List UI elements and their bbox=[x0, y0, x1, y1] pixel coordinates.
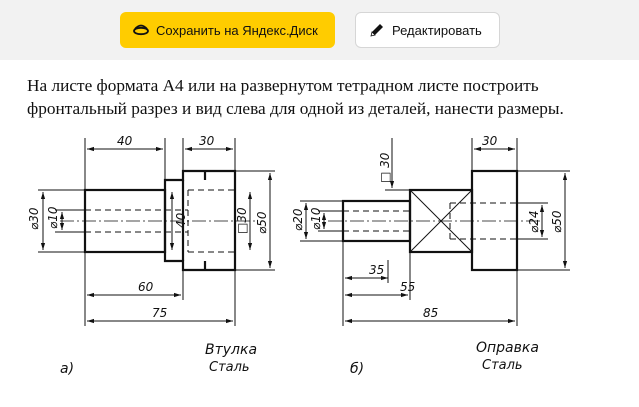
dim-b-dia50: ⌀50 bbox=[550, 210, 564, 233]
technical-drawing: 40 30 60 75 ⌀30 ⌀10 40 □30 ⌀50 а) Втулка… bbox=[27, 134, 570, 377]
dim-a-square30: □30 bbox=[235, 207, 249, 234]
figure-b-label: б) bbox=[350, 361, 364, 377]
dim-b-55: 55 bbox=[400, 280, 415, 294]
dim-b-dia10: ⌀10 bbox=[309, 207, 323, 230]
yandex-disk-icon bbox=[132, 21, 150, 39]
dim-b-dia24: ⌀24 bbox=[527, 211, 541, 234]
dim-b-square30: □ 30 bbox=[378, 152, 392, 183]
save-to-yandex-disk-button[interactable]: Сохранить на Яндекс.Диск bbox=[120, 12, 335, 48]
dim-a-30-top: 30 bbox=[199, 134, 215, 148]
figure-b-material: Сталь bbox=[482, 358, 523, 373]
figure-b-mandrel: □ 30 30 ⌀20 ⌀10 ⌀24 ⌀50 35 55 85 б) Опра… bbox=[291, 134, 570, 377]
edit-button-label: Редактировать bbox=[392, 22, 482, 38]
dim-b-30-top: 30 bbox=[482, 134, 498, 148]
figure-a-label: а) bbox=[60, 361, 74, 377]
dim-a-60: 60 bbox=[138, 280, 154, 294]
dim-a-dia50: ⌀50 bbox=[255, 211, 269, 234]
dim-a-40-bore: 40 bbox=[174, 212, 188, 228]
dim-b-35: 35 bbox=[369, 263, 384, 277]
figure-a-name: Втулка bbox=[205, 342, 257, 358]
pencil-icon bbox=[368, 21, 386, 39]
save-button-label: Сохранить на Яндекс.Диск bbox=[156, 22, 318, 38]
dim-a-75: 75 bbox=[152, 306, 167, 320]
figure-a-material: Сталь bbox=[209, 360, 250, 375]
dim-a-dia10: ⌀10 bbox=[46, 206, 60, 229]
dim-a-40-top: 40 bbox=[117, 134, 133, 148]
task-text: На листе формата А4 или на развернутом т… bbox=[27, 76, 564, 118]
dim-b-85: 85 bbox=[423, 306, 438, 320]
dim-b-dia20: ⌀20 bbox=[291, 208, 305, 231]
edit-button[interactable]: Редактировать bbox=[355, 12, 500, 48]
figure-b-name: Оправка bbox=[476, 340, 539, 356]
toolbar: Сохранить на Яндекс.Диск Редактировать bbox=[0, 0, 639, 60]
dim-a-dia30: ⌀30 bbox=[27, 207, 41, 230]
figure-a-bushing: 40 30 60 75 ⌀30 ⌀10 40 □30 ⌀50 а) Втулка… bbox=[27, 134, 275, 377]
